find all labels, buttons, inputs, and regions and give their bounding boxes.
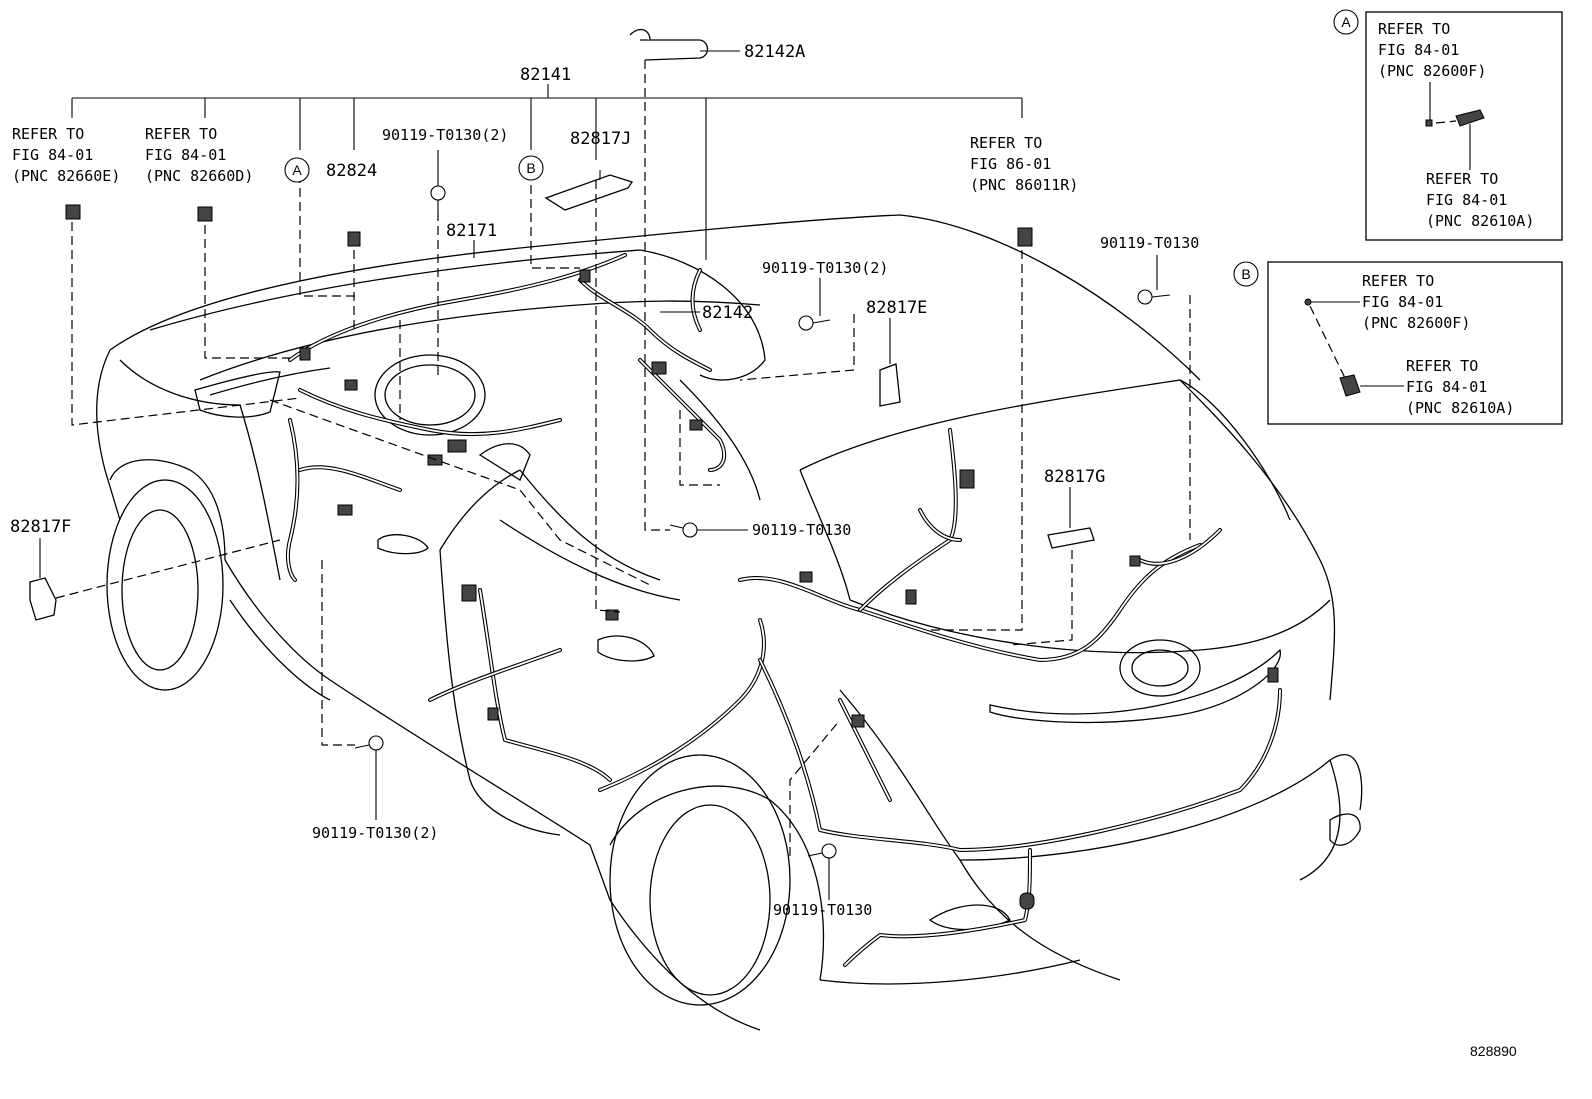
svg-text:A: A	[292, 162, 302, 178]
label-82171: 82171	[446, 221, 497, 241]
svg-text:REFER TO: REFER TO	[1426, 170, 1498, 188]
label-bolt-bottom-center: 90119-T0130	[773, 901, 872, 919]
svg-text:REFER TO: REFER TO	[970, 134, 1042, 152]
svg-text:REFER TO: REFER TO	[1378, 20, 1450, 38]
svg-text:(PNC 86011R): (PNC 86011R)	[970, 176, 1078, 194]
label-bolt-far-right: 90119-T0130	[1100, 234, 1199, 252]
label-82817G: 82817G	[1044, 467, 1105, 487]
svg-text:FIG 84-01: FIG 84-01	[1362, 293, 1443, 311]
svg-text:REFER TO: REFER TO	[145, 125, 217, 143]
svg-text:(PNC 82610A): (PNC 82610A)	[1426, 212, 1534, 230]
inset-a-marker: A	[1341, 14, 1351, 30]
callout-a-marker: A	[284, 157, 310, 183]
label-82817E: 82817E	[866, 298, 927, 318]
svg-text:(PNC 82600F): (PNC 82600F)	[1362, 314, 1470, 332]
callout-b-marker: B	[518, 155, 544, 181]
svg-text:REFER TO: REFER TO	[1362, 272, 1434, 290]
dashed-reference-lines	[55, 60, 1191, 856]
harness-connectors	[65, 204, 1279, 910]
svg-text:REFER TO: REFER TO	[1406, 357, 1478, 375]
diagram-id: 828890	[1470, 1043, 1517, 1059]
inset-b: B REFER TO FIG 84-01 (PNC 82600F) REFER …	[1233, 261, 1563, 425]
svg-text:B: B	[526, 160, 535, 176]
inset-a: A REFER TO FIG 84-01 (PNC 82600F) REFER …	[1333, 9, 1563, 241]
inset-b-marker: B	[1241, 266, 1250, 282]
svg-text:FIG 84-01: FIG 84-01	[1378, 41, 1459, 59]
svg-text:REFER TO: REFER TO	[12, 125, 84, 143]
svg-text:FIG 84-01: FIG 84-01	[12, 146, 93, 164]
label-bolt-center: 90119-T0130	[752, 521, 851, 539]
leader-lines	[39, 50, 1158, 900]
label-bolt-mid-right: 90119-T0130(2)	[762, 259, 888, 277]
label-82142: 82142	[702, 303, 753, 323]
part-labels: 82141 82142A 82142 82824 82817J 82171 82…	[10, 42, 1517, 1059]
svg-text:FIG 84-01: FIG 84-01	[145, 146, 226, 164]
svg-text:(PNC 82610A): (PNC 82610A)	[1406, 399, 1514, 417]
svg-text:(PNC 82600F): (PNC 82600F)	[1378, 62, 1486, 80]
bolt-icon-bottom-left	[354, 735, 384, 751]
label-bolt-top-center: 90119-T0130(2)	[382, 126, 508, 144]
refer-to-82660E: REFER TO FIG 84-01 (PNC 82660E)	[12, 125, 120, 185]
label-82817J: 82817J	[570, 129, 631, 149]
svg-text:FIG 84-01: FIG 84-01	[1406, 378, 1487, 396]
bolt-icon-mid-right	[798, 315, 831, 331]
label-82824: 82824	[326, 161, 377, 181]
refer-to-82660D: REFER TO FIG 84-01 (PNC 82660D)	[145, 125, 253, 185]
bolt-icon-bottom-center	[807, 843, 837, 859]
vehicle-outline	[96, 214, 1363, 1031]
bracket-parts	[29, 28, 1095, 621]
svg-text:(PNC 82660E): (PNC 82660E)	[12, 167, 120, 185]
label-82141: 82141	[520, 65, 571, 85]
wire-harness	[285, 253, 1282, 967]
bolt-icon-center	[669, 522, 698, 538]
bolt-icon-top-center	[430, 185, 446, 212]
label-bolt-bottom-left: 90119-T0130(2)	[312, 824, 438, 842]
label-82817F: 82817F	[10, 517, 71, 537]
refer-to-86011R: REFER TO FIG 86-01 (PNC 86011R)	[970, 134, 1078, 194]
svg-text:FIG 84-01: FIG 84-01	[1426, 191, 1507, 209]
label-82142A: 82142A	[744, 42, 805, 62]
svg-text:FIG 86-01: FIG 86-01	[970, 155, 1051, 173]
bolt-icon-far-right	[1137, 289, 1171, 305]
svg-text:(PNC 82660D): (PNC 82660D)	[145, 167, 253, 185]
